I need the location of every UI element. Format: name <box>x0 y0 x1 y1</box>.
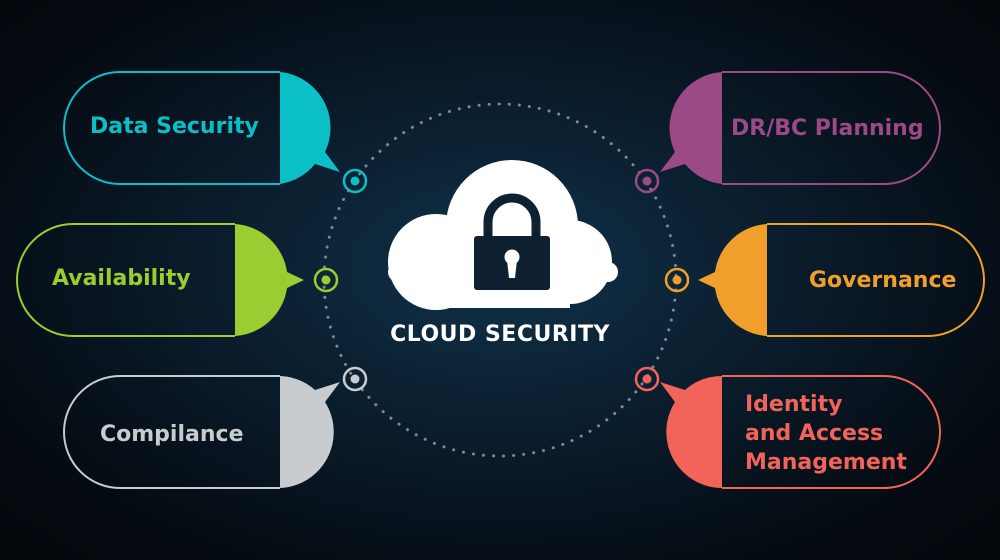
speech-bubble-tail <box>280 376 340 488</box>
label-availability: Availability <box>52 266 191 291</box>
pill-outline <box>722 375 941 489</box>
label-compliance: Compilance <box>100 422 244 447</box>
pill-outline <box>63 71 280 185</box>
connector-dot <box>634 168 660 194</box>
connector-dot <box>664 267 690 293</box>
pill-outline <box>722 71 941 185</box>
speech-bubble-tail <box>660 376 722 488</box>
connector-dot <box>342 168 368 194</box>
pill-identity-access-management <box>634 366 941 489</box>
pill-dr-bc-planning <box>634 71 941 194</box>
label-governance: Governance <box>809 268 957 293</box>
pill-data-security <box>63 71 368 194</box>
label-dr-bc-planning: DR/BC Planning <box>731 116 924 141</box>
pill-availability <box>16 223 339 337</box>
pill-governance <box>664 223 985 337</box>
connector-dot <box>313 267 339 293</box>
pill-outline <box>63 375 280 489</box>
cloud-security-title: CLOUD SECURITY <box>390 322 610 347</box>
connector-dot <box>634 366 660 392</box>
speech-bubble-tail <box>660 72 722 184</box>
connector-dot <box>342 366 368 392</box>
speech-bubble-tail <box>280 72 340 184</box>
label-identity-access-management: Identity and Access Management <box>745 392 907 475</box>
pill-outline <box>767 223 985 337</box>
cloud-lock-icon <box>388 160 618 310</box>
speech-bubble-tail <box>235 224 304 336</box>
speech-bubble-tail <box>698 224 767 336</box>
pill-outline <box>16 223 235 337</box>
pill-compliance <box>63 366 368 489</box>
label-data-security: Data Security <box>90 114 259 139</box>
